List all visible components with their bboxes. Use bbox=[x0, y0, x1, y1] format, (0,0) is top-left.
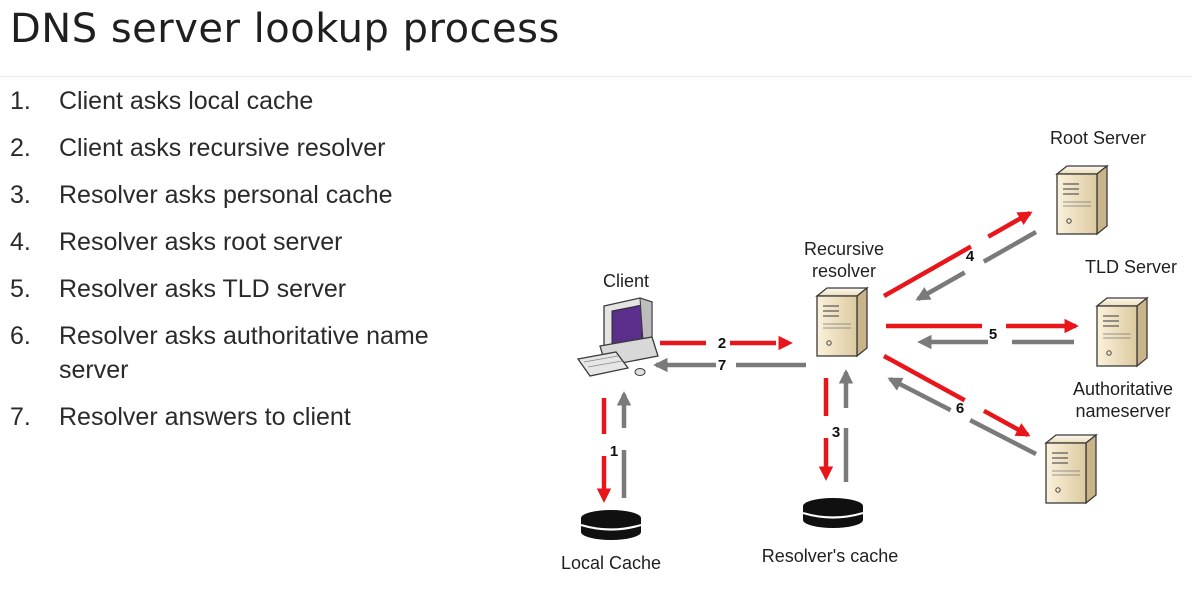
resolvers-cache-label: Resolver's cache bbox=[762, 546, 899, 566]
step-item: 1. Client asks local cache bbox=[10, 84, 490, 118]
recursive-resolver-server-icon bbox=[816, 287, 868, 357]
root-server-label: Root Server bbox=[1050, 128, 1146, 148]
arrow-label-1: 1 bbox=[610, 443, 618, 460]
step-number: 1. bbox=[10, 87, 31, 115]
step-item: 3. Resolver asks personal cache bbox=[10, 178, 490, 212]
local-cache-label: Local Cache bbox=[561, 553, 661, 573]
resolver-label-line1: Recursive bbox=[804, 239, 884, 259]
steps-list: 1. Client asks local cache 2. Client asks … bbox=[10, 84, 490, 447]
page-title: DNS server lookup process bbox=[10, 6, 560, 52]
step-number: 2. bbox=[10, 134, 31, 162]
step-number: 6. bbox=[10, 322, 31, 350]
arrow-label-4: 4 bbox=[966, 248, 975, 265]
step-text: Resolver asks personal cache bbox=[59, 181, 393, 209]
step-number: 5. bbox=[10, 275, 31, 303]
tld-server-icon bbox=[1096, 297, 1148, 367]
authoritative-label-line2: nameserver bbox=[1075, 401, 1170, 421]
arrow-6-response bbox=[887, 376, 1038, 457]
local-cache-database-icon bbox=[579, 508, 643, 542]
arrow-6-request bbox=[882, 354, 1031, 437]
client-computer-icon bbox=[576, 297, 659, 377]
step-item: 4. Resolver asks root server bbox=[10, 225, 490, 259]
step-text: Client asks recursive resolver bbox=[59, 134, 386, 162]
step-number: 4. bbox=[10, 228, 31, 256]
resolver-label-line2: resolver bbox=[812, 261, 876, 281]
authoritative-nameserver-icon bbox=[1045, 434, 1097, 504]
title-divider bbox=[0, 76, 1192, 77]
arrow-4-request bbox=[882, 211, 1033, 298]
arrow-4-response bbox=[915, 230, 1038, 301]
step-number: 7. bbox=[10, 403, 31, 431]
arrow-label-2: 2 bbox=[718, 335, 726, 352]
step-item: 5. Resolver asks TLD server bbox=[10, 272, 490, 306]
root-server-icon bbox=[1056, 165, 1108, 235]
step-item: 6. Resolver asks authoritative name serve… bbox=[10, 319, 490, 387]
step-text: Resolver asks root server bbox=[59, 228, 343, 256]
resolvers-cache-database-icon bbox=[801, 496, 865, 530]
step-number: 3. bbox=[10, 181, 31, 209]
arrow-label-5: 5 bbox=[989, 326, 997, 343]
arrow-label-7: 7 bbox=[718, 357, 726, 374]
step-text: Resolver asks authoritative name server bbox=[59, 322, 429, 384]
step-item: 2. Client asks recursive resolver bbox=[10, 131, 490, 165]
step-item: 7. Resolver answers to client bbox=[10, 400, 490, 434]
tld-server-label: TLD Server bbox=[1085, 257, 1177, 277]
arrow-label-6: 6 bbox=[956, 400, 964, 417]
step-text: Resolver answers to client bbox=[59, 403, 351, 431]
authoritative-label-line1: Authoritative bbox=[1073, 379, 1173, 399]
arrow-label-3: 3 bbox=[832, 424, 840, 441]
step-text: Client asks local cache bbox=[59, 87, 314, 115]
step-text: Resolver asks TLD server bbox=[59, 275, 347, 303]
client-label: Client bbox=[603, 271, 649, 291]
